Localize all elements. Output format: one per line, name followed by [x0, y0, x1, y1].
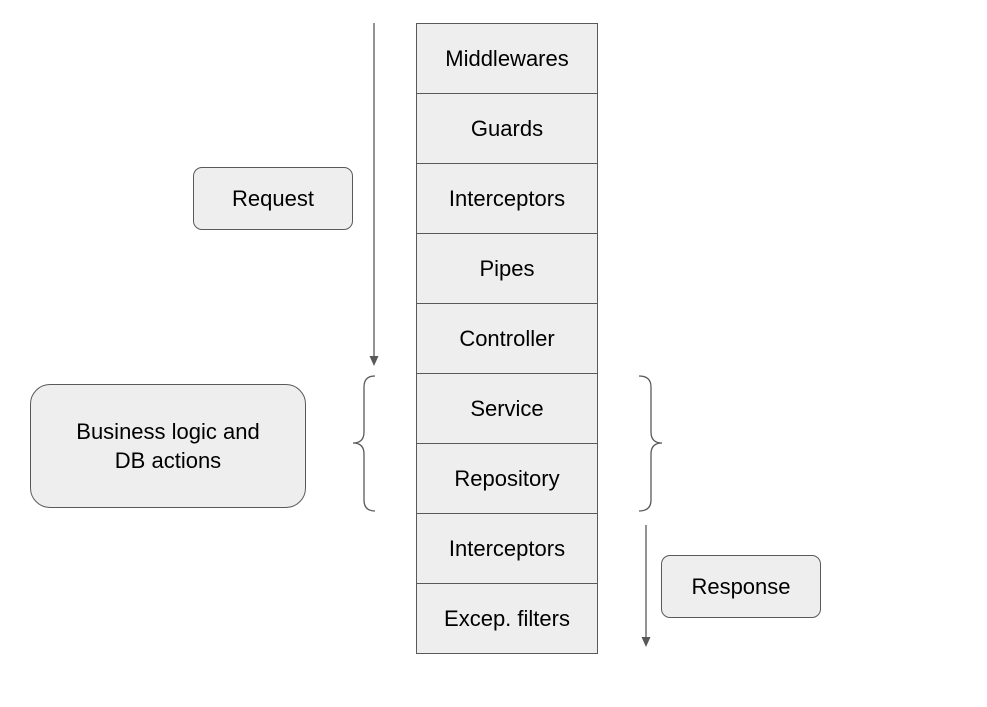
stack-item-exception-filters: Excep. filters [417, 584, 597, 654]
request-label-box: Request [193, 167, 353, 230]
request-arrow [369, 23, 379, 366]
business-logic-label-line2: DB actions [114, 448, 222, 473]
right-brace [638, 375, 663, 512]
response-label-box: Response [661, 555, 821, 618]
left-brace [352, 375, 376, 512]
request-label: Request [232, 186, 314, 211]
business-logic-label-line1: Business logic and [76, 419, 260, 444]
stack-item-guards: Guards [417, 94, 597, 164]
stack-item-interceptors-request: Interceptors [417, 164, 597, 234]
response-arrow [641, 525, 651, 647]
stack-item-pipes: Pipes [417, 234, 597, 304]
stack-item-controller: Controller [417, 304, 597, 374]
stack-item-service: Service [417, 374, 597, 444]
stack-item-repository: Repository [417, 444, 597, 514]
response-label: Response [691, 574, 791, 599]
business-logic-label-box: Business logic and DB actions [30, 384, 306, 508]
stack-item-middlewares: Middlewares [417, 24, 597, 94]
pipeline-stack: Middlewares Guards Interceptors Pipes Co… [416, 23, 598, 654]
stack-item-interceptors-response: Interceptors [417, 514, 597, 584]
